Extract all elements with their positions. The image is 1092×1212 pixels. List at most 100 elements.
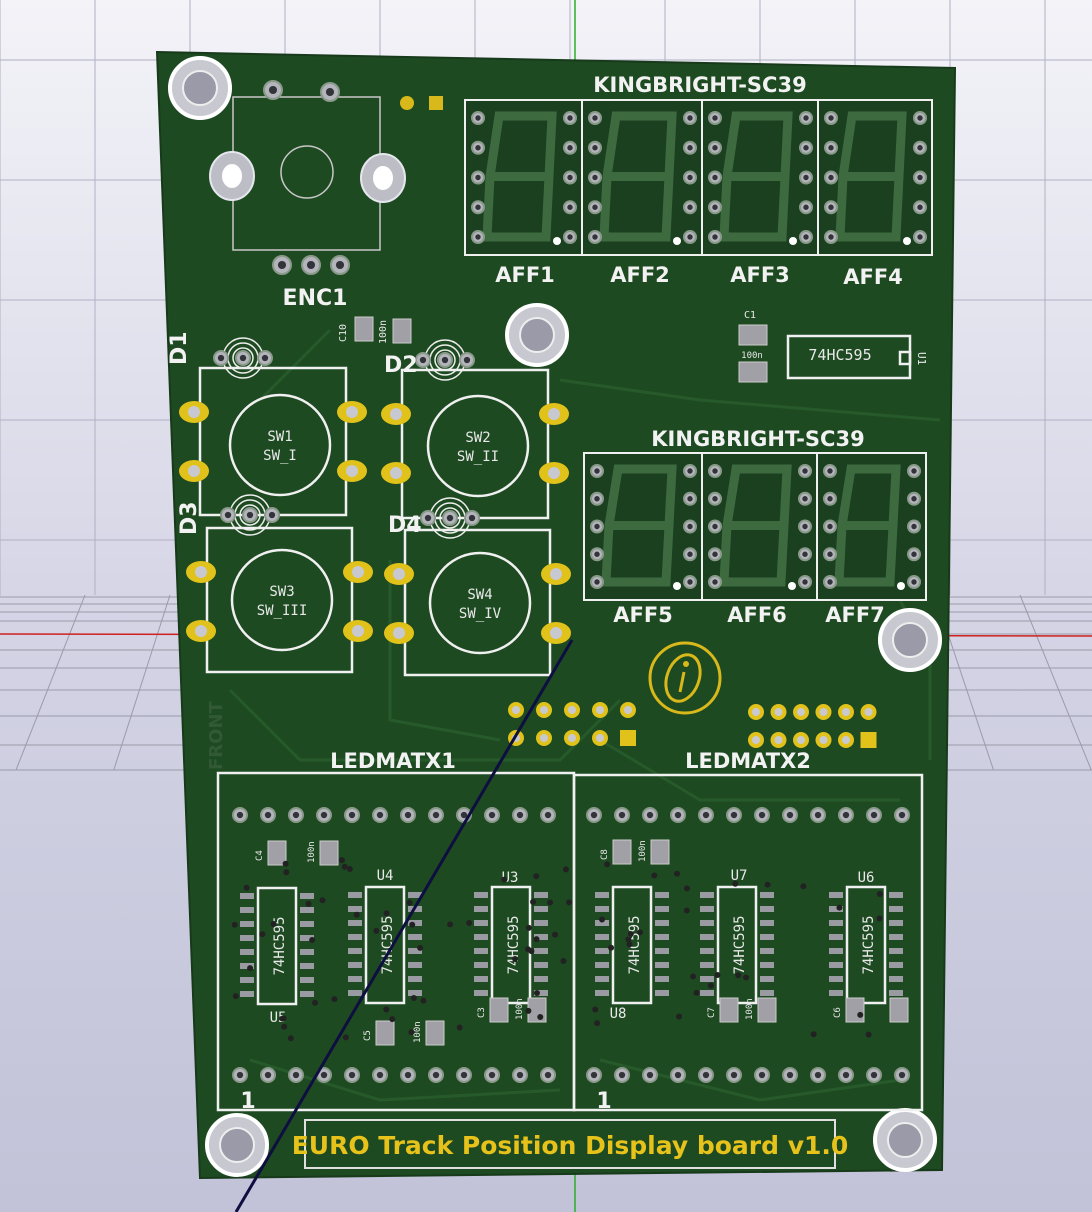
encoder-enc1[interactable]: ENC1 (209, 96, 406, 311)
display-pin (683, 111, 697, 125)
switch-value: SW_II (457, 449, 499, 465)
matrix-pin (866, 1067, 882, 1083)
display-ref-label: AFF2 (610, 263, 670, 287)
led-pin (420, 510, 436, 526)
ic-u1[interactable]: 74HC595 U1 (786, 334, 928, 380)
matrix-pin (894, 1067, 910, 1083)
cap-ref: C4 (255, 850, 265, 861)
display-part-label: KINGBRIGHT-SC39 (651, 427, 864, 451)
display-pin (824, 170, 838, 185)
switch-ref: SW4 (467, 587, 492, 603)
display-pin (798, 519, 812, 534)
matrix-pin (484, 1067, 500, 1083)
matrix-pin (586, 1067, 602, 1083)
encoder-pin (263, 80, 283, 100)
switch-pad (337, 460, 367, 482)
capacitor-c10[interactable]: C10 100n (338, 316, 412, 344)
matrix-pin (344, 1067, 360, 1083)
switch-pad (179, 460, 209, 482)
led-pin (264, 507, 280, 523)
led-label: D1 (167, 331, 192, 365)
display-pin (708, 491, 722, 506)
matrix-pin (698, 807, 714, 823)
matrix-pin (810, 1067, 826, 1083)
jumper-pads (400, 96, 443, 110)
display-pin (798, 491, 812, 506)
switch-pad (186, 620, 216, 642)
cap-ref: C7 (707, 1007, 717, 1018)
u1-ref: U1 (915, 352, 928, 365)
led-pin (220, 507, 236, 523)
led-d3[interactable]: D3 (177, 494, 280, 536)
display-pin (824, 230, 838, 244)
header-left[interactable] (508, 702, 636, 746)
display-ref-label: AFF4 (843, 265, 903, 289)
matrix-pin (260, 1067, 276, 1083)
led-pin (459, 352, 475, 368)
matrix-pin (512, 807, 528, 823)
led-d2[interactable]: D2 (384, 339, 475, 381)
logo-icon (648, 641, 722, 715)
display-pin (823, 519, 837, 534)
led-d4[interactable]: D4 (388, 497, 480, 539)
display-pin (907, 519, 921, 534)
switch-value: SW_IV (459, 606, 502, 622)
header-right[interactable] (748, 704, 877, 748)
matrix-pin (670, 1067, 686, 1083)
capacitor-c6[interactable]: C6 (833, 997, 909, 1023)
display-pin (799, 111, 813, 125)
matrix-pin (754, 807, 770, 823)
matrix-pin (838, 807, 854, 823)
led-d1[interactable]: D1 (167, 331, 273, 379)
pin1-marker: 1 (596, 1089, 611, 1114)
matrix-pin (642, 807, 658, 823)
display-pin (590, 519, 604, 534)
led-pin (213, 350, 229, 366)
display-pin (907, 575, 921, 589)
display-pin (823, 491, 837, 506)
display-pin (683, 230, 697, 244)
matrix-pin (670, 807, 686, 823)
matrix-pin (260, 807, 276, 823)
c1-value: 100n (741, 351, 763, 361)
matrix-pin (232, 1067, 248, 1083)
u1-value: 74HC595 (808, 346, 871, 364)
display-pin (913, 111, 927, 125)
display-pin (798, 547, 812, 562)
matrix-pin (614, 807, 630, 823)
display-pin (708, 200, 722, 215)
matrix-pin (782, 807, 798, 823)
encoder-pin (320, 82, 340, 102)
capacitor-c1[interactable]: C1 100n (738, 310, 768, 383)
display-pin (683, 491, 697, 506)
encoder-label: ENC1 (283, 286, 348, 311)
display-pin (823, 464, 837, 478)
display-pin (907, 547, 921, 562)
led-pin (242, 507, 258, 523)
matrix-pin (726, 1067, 742, 1083)
display-pin (824, 200, 838, 215)
led-pin (442, 510, 458, 526)
led-pin (235, 350, 251, 366)
led-pin (257, 350, 273, 366)
front-label: FRONT (206, 700, 227, 770)
c10-ref: C10 (338, 324, 349, 342)
display-pin (798, 464, 812, 478)
